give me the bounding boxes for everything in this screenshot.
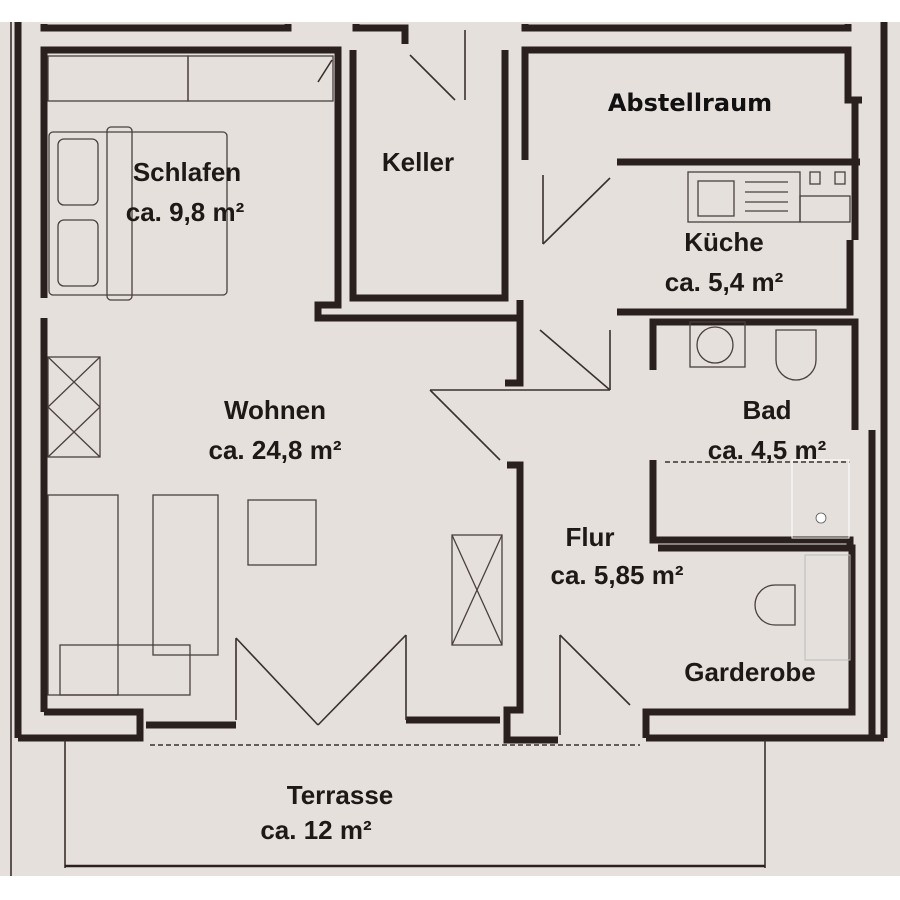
room-name-bad: Bad	[742, 395, 791, 425]
room-name-garderobe: Garderobe	[684, 657, 816, 687]
room-area-schlafen: ca. 9,8 m²	[126, 197, 245, 227]
room-name-wohnen: Wohnen	[224, 395, 326, 425]
room-name-flur: Flur	[565, 522, 614, 552]
shower-icon	[791, 459, 850, 539]
room-name-abstellraum: Abstellraum	[608, 89, 772, 117]
room-name-keller: Keller	[382, 147, 454, 177]
room-area-wohnen: ca. 24,8 m²	[209, 435, 342, 465]
armchair-icon	[247, 499, 317, 566]
doors-and-furniture	[47, 30, 851, 868]
toilet-icon	[775, 329, 817, 381]
coat-rack-icon	[754, 584, 796, 626]
room-name-kueche: Küche	[684, 227, 763, 257]
sink-icon	[689, 321, 746, 368]
room-name-schlafen: Schlafen	[133, 157, 241, 187]
room-name-terrasse: Terrasse	[287, 780, 394, 810]
room-area-terrasse: ca. 12 m²	[260, 815, 372, 845]
room-area-flur: ca. 5,85 m²	[551, 560, 684, 590]
room-labels: Schlafen ca. 9,8 m² Keller Abstellraum K…	[126, 89, 827, 845]
walls	[10, 22, 888, 876]
table-icon	[152, 494, 219, 656]
bed-icon	[48, 131, 228, 296]
room-area-kueche: ca. 5,4 m²	[665, 267, 784, 297]
room-area-bad: ca. 4,5 m²	[708, 435, 827, 465]
